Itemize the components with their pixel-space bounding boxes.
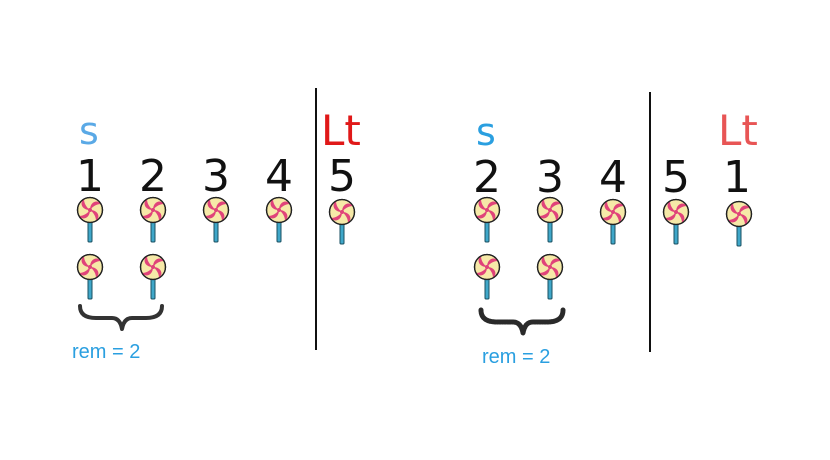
right-panel: s Lt 2 3 4 5 1 rem = 2: [415, 0, 830, 460]
curly-brace: [478, 307, 566, 336]
lollipop-icon: [536, 253, 564, 300]
s-label: s: [79, 109, 99, 153]
lollipop-icon: [76, 196, 104, 243]
lollipop-icon: [139, 196, 167, 243]
lollipop-icon: [328, 198, 356, 245]
curly-brace: [78, 304, 164, 331]
number-4: 4: [599, 152, 627, 203]
left-panel: s Lt 1 2 3 4 5 rem = 2: [72, 88, 361, 363]
lollipop-icon: [265, 196, 293, 243]
number-1: 1: [76, 151, 104, 202]
lollipop-icon: [662, 198, 690, 245]
s-label: s: [476, 110, 496, 154]
divider-line: [649, 92, 651, 352]
lt-label: Lt: [718, 106, 758, 155]
lollipop-icon: [473, 253, 501, 300]
lollipop-icon: [599, 198, 627, 245]
remainder-label: rem = 2: [482, 346, 551, 368]
lollipop-icon: [473, 196, 501, 243]
number-4: 4: [265, 151, 293, 202]
lollipop-icon: [536, 196, 564, 243]
divider-line: [315, 88, 317, 350]
remainder-label: rem = 2: [72, 341, 141, 363]
lt-label: Lt: [321, 106, 361, 155]
lollipop-icon: [725, 200, 753, 247]
number-5: 5: [328, 151, 356, 202]
number-3: 3: [536, 152, 564, 203]
number-2: 2: [473, 152, 501, 203]
lollipop-icon: [139, 253, 167, 300]
number-2: 2: [139, 151, 167, 202]
number-3: 3: [202, 151, 230, 202]
lollipop-icon: [76, 253, 104, 300]
number-5: 5: [662, 152, 690, 203]
number-1: 1: [723, 152, 751, 203]
lollipop-icon: [202, 196, 230, 243]
